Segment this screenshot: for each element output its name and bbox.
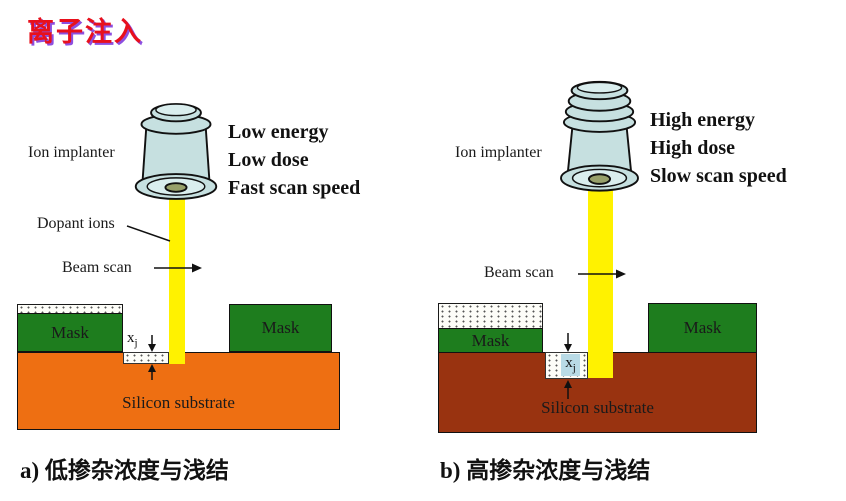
mask-a-left: Mask (17, 313, 123, 352)
dopant-pointer-line (126, 225, 171, 242)
setting-b-energy: High energy (650, 109, 755, 131)
junction-depth-label-b: xj (565, 355, 576, 374)
implanter-label-b: Ion implanter (455, 144, 542, 161)
junction-depth-highlight-b: xj (561, 354, 580, 376)
mask-b-left: Mask (438, 328, 543, 353)
junction-arrow-down-b-icon (564, 333, 572, 352)
mask-b-right-label: Mask (683, 318, 722, 337)
mask-b-right: Mask (648, 303, 757, 353)
mask-a-right-label: Mask (261, 318, 300, 337)
mask-a-right: Mask (229, 304, 332, 352)
ion-implanter-b-icon (560, 80, 639, 192)
setting-a-scan: Fast scan speed (228, 177, 361, 199)
caption-b: b) 高掺杂浓度与浅结 (440, 458, 651, 483)
substrate-b-label: Silicon substrate (541, 398, 654, 417)
caption-a: a) 低掺杂浓度与浅结 (20, 458, 229, 483)
mask-cap-layer-b (438, 303, 543, 329)
junction-arrow-up-b-icon (564, 380, 572, 399)
beam-scan-label-b: Beam scan (484, 264, 554, 281)
setting-a-dose: Low dose (228, 149, 309, 171)
mask-a-left-label: Mask (51, 322, 89, 342)
beam-scan-arrow-b-icon (578, 269, 626, 279)
beam-scan-label-a: Beam scan (62, 259, 132, 276)
ion-beam-b (588, 178, 613, 378)
setting-b-scan: Slow scan speed (650, 165, 787, 187)
ion-beam-a (169, 186, 185, 364)
beam-scan-arrow-a-icon (154, 263, 202, 273)
setting-a-energy: Low energy (228, 121, 329, 143)
implanted-region-a (123, 352, 169, 364)
implanter-label-a: Ion implanter (28, 144, 115, 161)
page-title: 离子注入 (27, 17, 143, 47)
dopant-ions-label: Dopant ions (37, 215, 115, 232)
ion-implanter-a-icon (134, 103, 218, 200)
junction-arrow-up-a-icon (148, 364, 156, 380)
substrate-a-label: Silicon substrate (122, 393, 235, 412)
junction-arrow-down-a-icon (148, 335, 156, 352)
mask-b-left-label: Mask (471, 330, 510, 350)
junction-depth-label-a: xj (127, 330, 138, 349)
setting-b-dose: High dose (650, 137, 736, 159)
settings-a: Low energy Low dose Fast scan speed (228, 118, 360, 202)
settings-b: High energy High dose Slow scan speed (650, 106, 787, 190)
